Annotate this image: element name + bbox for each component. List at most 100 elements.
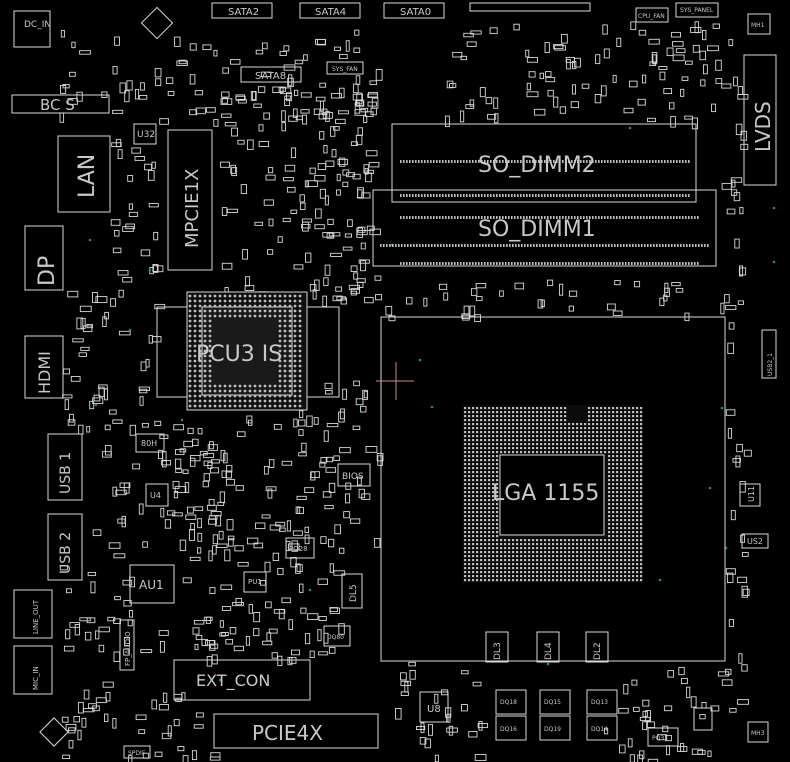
dq1-chip xyxy=(693,707,713,731)
sata2-label: SATA2 xyxy=(228,7,259,18)
bios-label: BIOS xyxy=(342,472,364,482)
sata8-connector xyxy=(240,66,302,83)
cpu-fan-header xyxy=(635,7,669,23)
sys-fan-header xyxy=(326,61,364,75)
lga-pin-grid xyxy=(464,407,643,582)
sata0-connector xyxy=(383,2,445,19)
pq28-label: PQ28 xyxy=(289,545,308,553)
u11-chip xyxy=(739,483,761,507)
lga-center-window xyxy=(499,454,605,536)
sata0-label: SATA0 xyxy=(400,7,431,18)
dc-in-connector xyxy=(13,10,51,48)
dl5-led xyxy=(341,573,363,609)
us2-label: US2 xyxy=(747,537,763,546)
bcs-connector xyxy=(11,94,110,114)
dp-label: DP xyxy=(35,256,60,286)
usb2-label: USB 2 xyxy=(58,532,74,574)
dq13-label: DQ13 xyxy=(591,699,608,706)
dl5-label: DL5 xyxy=(349,584,359,602)
so-dimm2-slot xyxy=(391,123,697,203)
u4-label: U4 xyxy=(150,491,161,500)
dq15-label: DQ15 xyxy=(544,699,561,706)
hdmi-connector xyxy=(24,335,64,399)
line-out-label: LINE_OUT xyxy=(32,599,40,634)
lan-connector xyxy=(57,135,111,213)
lan-label: LAN xyxy=(75,154,100,198)
sata8-label: SATA8 xyxy=(255,71,286,82)
80h-chip xyxy=(135,433,165,453)
so-dimm1-label: SO_DIMM1 xyxy=(478,217,596,242)
u32-label: U32 xyxy=(137,130,155,140)
dq18-label: DQ18 xyxy=(500,699,517,706)
fp-audio-label: FP_AUDIO xyxy=(124,631,132,666)
pcie4x-slot xyxy=(213,713,379,749)
u4-chip xyxy=(145,483,169,507)
dq16-label: DQ16 xyxy=(500,726,517,733)
mic-in-label: MIC_IN xyxy=(32,666,40,690)
mh1-hole xyxy=(747,13,771,35)
mh3-hole xyxy=(747,721,769,743)
mh3-label: MH3 xyxy=(751,730,765,737)
sys-panel-label: SYS_PANEL xyxy=(680,7,714,14)
lga-label: LGA 1155 xyxy=(492,481,599,506)
pq37-chip xyxy=(647,727,679,747)
mh1-label: MH1 xyxy=(751,22,765,29)
fp-audio-header xyxy=(119,619,135,671)
dl3-label: DL3 xyxy=(493,642,503,660)
pch-ball-grid xyxy=(188,294,302,408)
bcs-label: BC S xyxy=(40,96,75,114)
dq13-chip xyxy=(586,689,618,715)
dp-connector xyxy=(24,225,64,291)
mpcie1x-slot xyxy=(167,129,213,271)
so-dimm2-label: SO_DIMM2 xyxy=(478,153,596,178)
usb1-label: USB 1 xyxy=(58,452,74,494)
dl2-label: DL2 xyxy=(593,642,603,660)
80h-label: 80H xyxy=(141,439,157,448)
spdif-header xyxy=(123,745,151,759)
dl3-led xyxy=(485,631,509,663)
pq37-label: PQ37 xyxy=(652,735,668,742)
usb1-connector xyxy=(47,433,83,501)
dq19-chip xyxy=(539,715,571,741)
dq14-label: DQ14 xyxy=(591,726,608,733)
mic-in-jack xyxy=(13,645,53,695)
pq28-chip xyxy=(285,537,315,559)
bottom-left-ic xyxy=(39,717,69,747)
dq15-chip xyxy=(539,689,571,715)
u32-chip xyxy=(133,123,157,145)
top-header xyxy=(469,2,591,12)
dc-in-label: DC_IN xyxy=(24,20,51,30)
dl2-led xyxy=(585,631,609,663)
cpu-socket-outline xyxy=(380,316,726,662)
pch-die xyxy=(201,306,293,396)
top-left-ic xyxy=(140,6,174,40)
bios-chip xyxy=(337,463,371,487)
au1-label: AU1 xyxy=(139,578,164,592)
ext-con-connector xyxy=(173,659,311,701)
sata4-label: SATA4 xyxy=(315,7,346,18)
dq80-label: DQ80 xyxy=(327,634,344,641)
us2-chip xyxy=(741,533,769,549)
dimm-pin-rows xyxy=(380,160,709,265)
so-dimm1-slot xyxy=(372,189,717,267)
dl4-led xyxy=(536,631,560,663)
usb2-1-header xyxy=(761,329,777,379)
sata4-connector xyxy=(299,2,361,19)
dq80-chip xyxy=(323,625,351,647)
usb2-connector xyxy=(47,513,83,581)
usb2-1-label: USB2_1 xyxy=(767,353,774,376)
mpcie1x-label: MPCIE1X xyxy=(182,169,203,248)
ext-con-label: EXT_CON xyxy=(196,671,270,691)
lvds-label: LVDS xyxy=(751,101,775,152)
sys-fan-label: SYS_FAN xyxy=(332,66,358,73)
origin-crosshair xyxy=(376,362,414,400)
hdmi-label: HDMI xyxy=(35,351,54,394)
u8-label: U8 xyxy=(427,704,441,715)
spdif-label: SPDIF xyxy=(128,750,146,757)
u11-label: U11 xyxy=(747,486,756,502)
pcie4x-label: PCIE4X xyxy=(252,721,323,745)
pu1-label: PU1 xyxy=(248,578,262,586)
line-out-jack xyxy=(13,589,53,639)
au1-chip xyxy=(129,564,175,604)
